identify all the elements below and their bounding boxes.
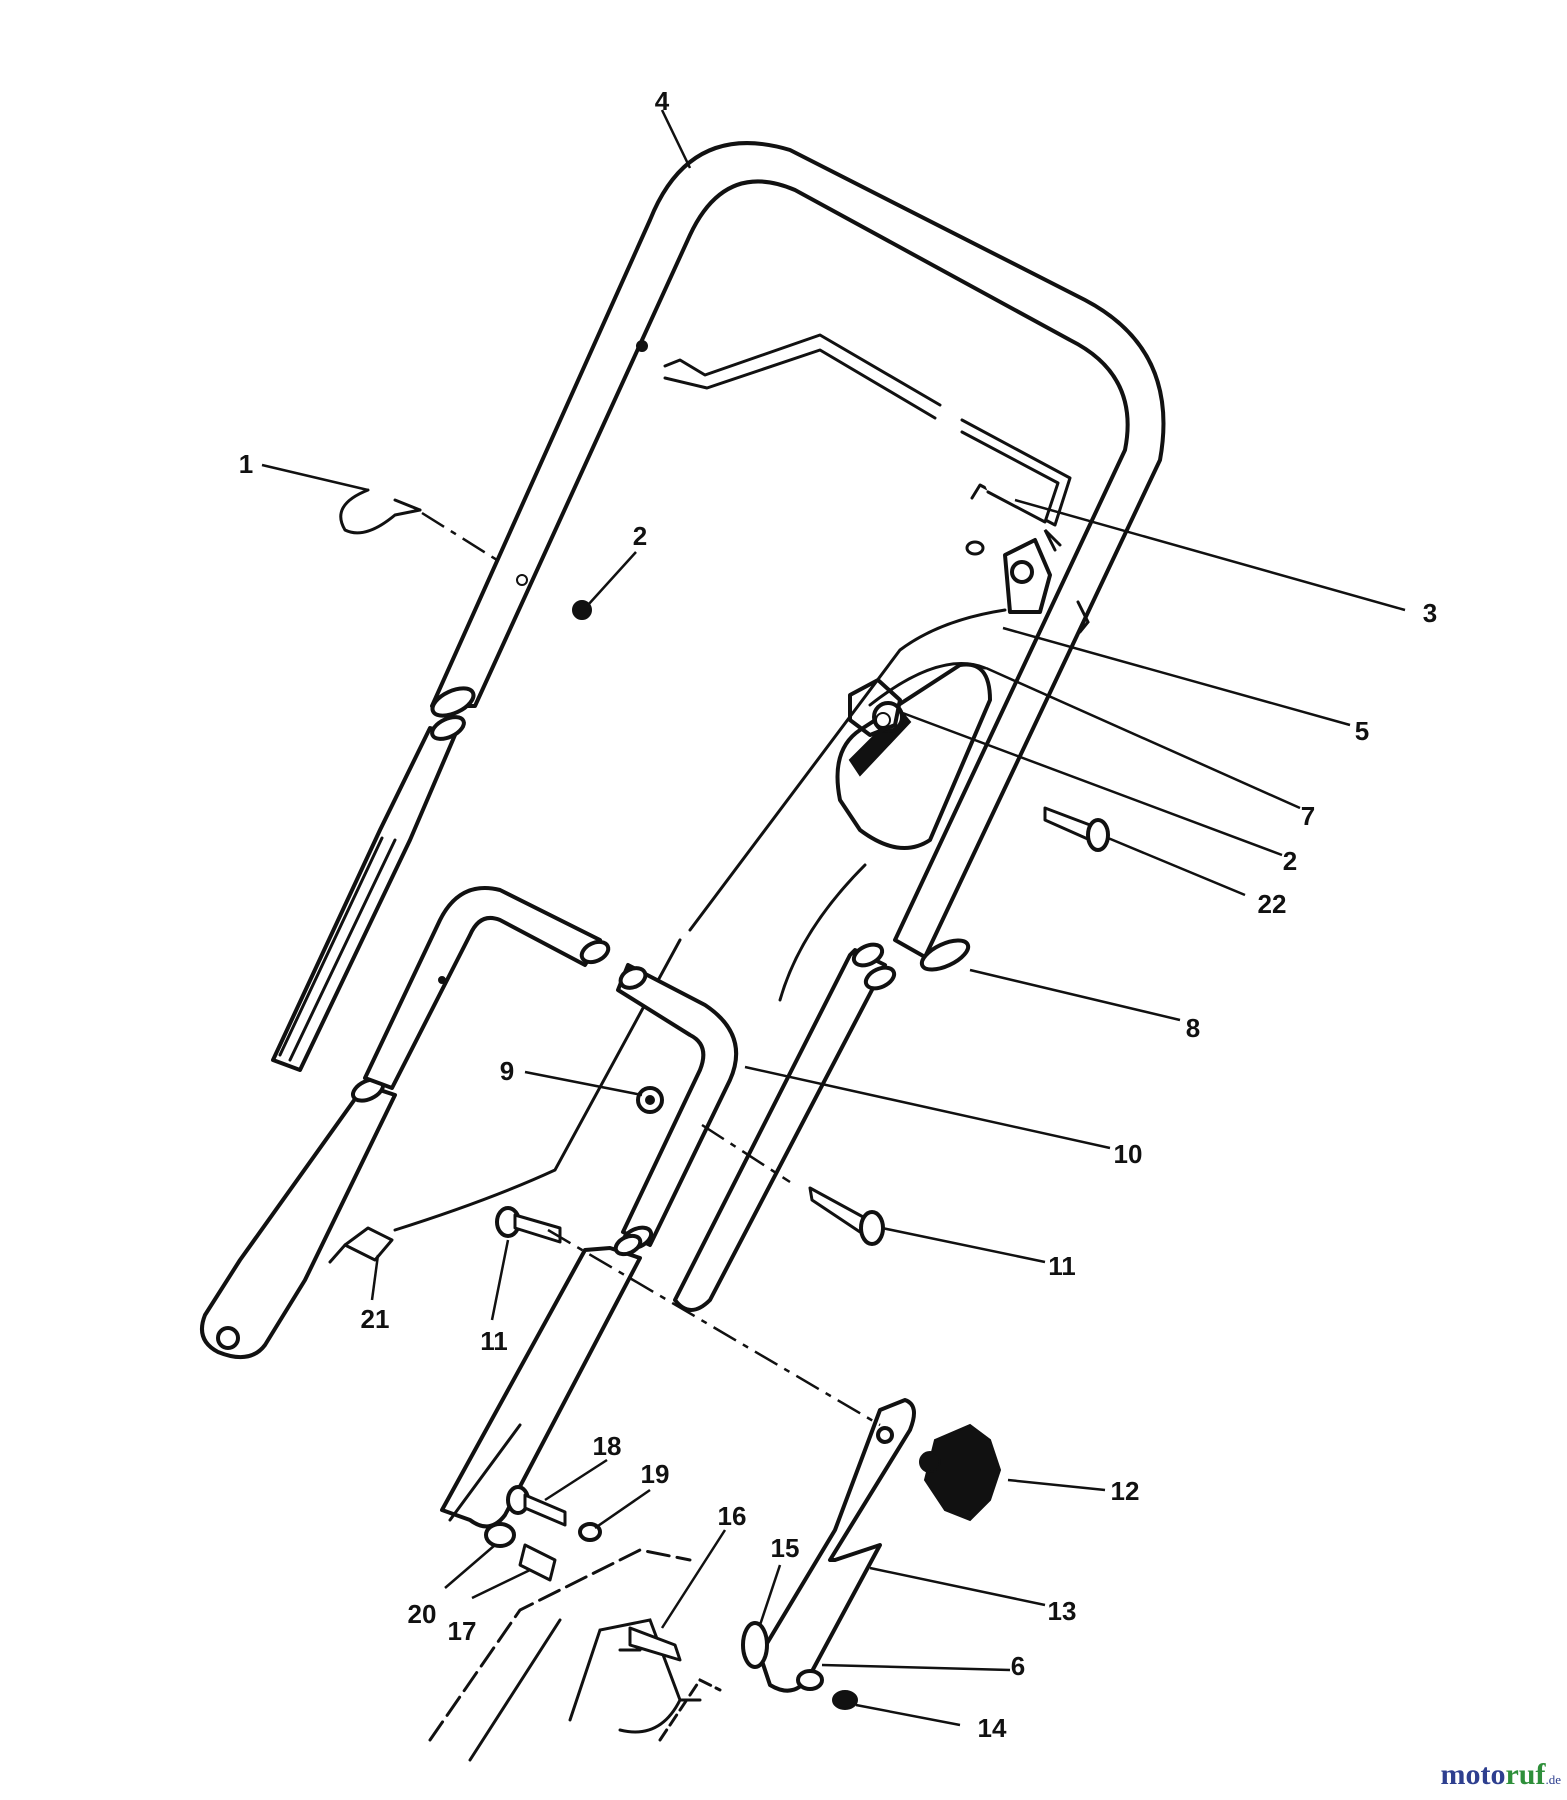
callout-21: 21 xyxy=(361,1304,390,1334)
callout-14: 14 xyxy=(978,1713,1007,1743)
right-lower-tube xyxy=(673,942,897,1312)
site-watermark: motoruf.de xyxy=(1440,1758,1561,1792)
watermark-brand-main: moto xyxy=(1440,1758,1506,1791)
leader-lines xyxy=(261,109,1406,1727)
callout-3: 3 xyxy=(1423,598,1437,628)
lower-left-handle xyxy=(200,715,466,1360)
callout-7: 7 xyxy=(1301,801,1315,831)
callout-11-right: 11 xyxy=(1048,1251,1076,1281)
mower-deck xyxy=(428,1548,722,1762)
lower-left-bracket xyxy=(440,1233,643,1529)
callout-2-lower: 2 xyxy=(1283,846,1297,876)
callout-5: 5 xyxy=(1355,716,1369,746)
middle-curved-handle xyxy=(363,886,611,1090)
cables xyxy=(393,608,1007,1232)
callout-labels: 1 2 3 4 5 7 2 22 8 9 10 11 11 21 12 13 1… xyxy=(239,86,1437,1743)
connector-tube xyxy=(616,963,739,1251)
callout-11-left: 11 xyxy=(480,1326,508,1356)
callout-4: 4 xyxy=(655,86,670,116)
knob xyxy=(919,1423,1002,1522)
callout-8: 8 xyxy=(1186,1013,1200,1043)
upper-handle xyxy=(430,141,1166,959)
hardware xyxy=(328,488,1110,1710)
callout-2-upper: 2 xyxy=(633,521,647,551)
callout-22: 22 xyxy=(1258,889,1287,919)
callout-9: 9 xyxy=(500,1056,514,1086)
callout-1: 1 xyxy=(239,449,253,479)
callout-17: 17 xyxy=(448,1616,477,1646)
callout-18: 18 xyxy=(593,1431,622,1461)
assembly-lines xyxy=(421,511,881,1427)
watermark-brand-accent: ruf xyxy=(1505,1758,1546,1791)
callout-19: 19 xyxy=(641,1459,670,1489)
callout-13: 13 xyxy=(1048,1596,1077,1626)
bail-wire xyxy=(663,333,1072,556)
callout-12: 12 xyxy=(1111,1476,1140,1506)
callout-6: 6 xyxy=(1011,1651,1025,1681)
watermark-brand-tld: .de xyxy=(1545,1772,1561,1787)
callout-16: 16 xyxy=(718,1501,747,1531)
control-housing xyxy=(835,662,992,850)
callout-15: 15 xyxy=(771,1533,800,1563)
lower-right-bracket xyxy=(758,1398,916,1693)
control-bracket xyxy=(1003,528,1090,634)
callout-10: 10 xyxy=(1114,1139,1143,1169)
callout-20: 20 xyxy=(408,1599,437,1629)
